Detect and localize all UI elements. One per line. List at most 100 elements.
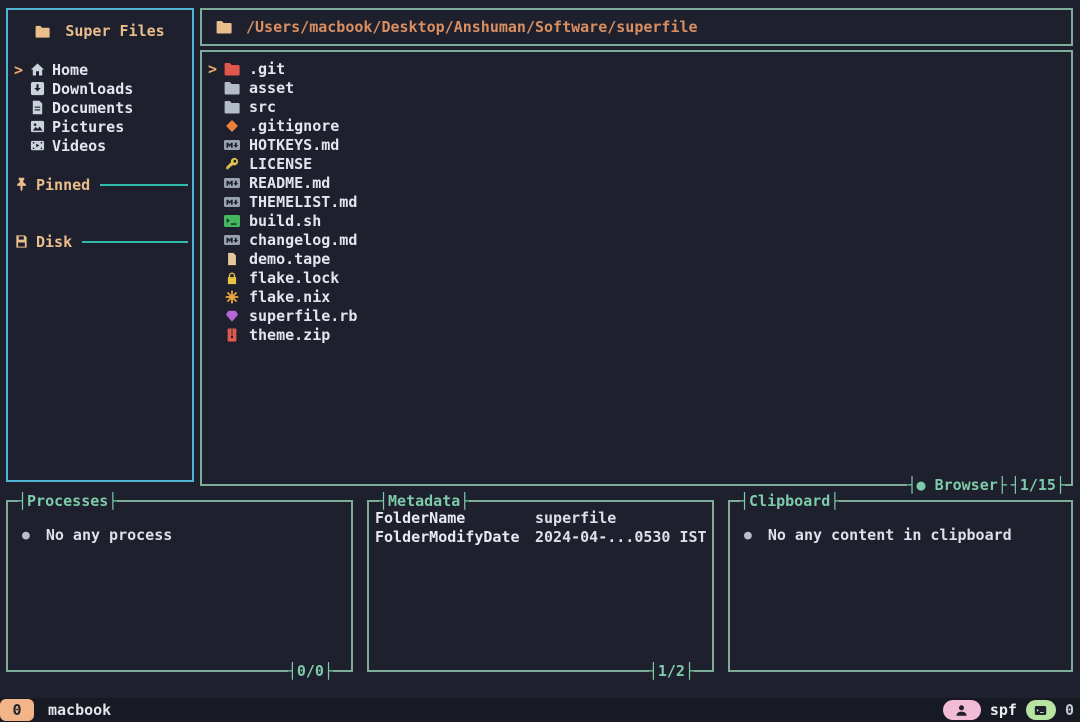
file-row[interactable]: src [208, 97, 1071, 116]
sidebar-item-label: Videos [52, 136, 107, 155]
file-row[interactable]: flake.nix [208, 287, 1071, 306]
metadata-counter: 1/2 [648, 661, 694, 681]
path-bar[interactable]: /Users/macbook/Desktop/Anshuman/Software… [200, 8, 1073, 46]
bullet-icon: ● [22, 527, 30, 543]
file-row[interactable]: demo.tape [208, 249, 1071, 268]
pin-icon [14, 177, 29, 192]
file-name: THEMELIST.md [249, 192, 358, 211]
file-row[interactable]: README.md [208, 173, 1071, 192]
file-name: flake.lock [249, 268, 340, 287]
file-row[interactable]: THEMELIST.md [208, 192, 1071, 211]
lock-icon [224, 271, 240, 285]
status-bar: 0 macbook spf 0 [0, 698, 1080, 722]
disk-icon [14, 234, 29, 249]
terminal-icon [224, 214, 240, 228]
markdown-icon [224, 176, 240, 190]
file-row[interactable]: superfile.rb [208, 306, 1071, 325]
file-name: changelog.md [249, 230, 358, 249]
folder-icon [216, 20, 232, 34]
clipboard-title: Clipboard [740, 491, 840, 511]
selection-cursor: > [208, 59, 218, 78]
file-row[interactable]: build.sh [208, 211, 1071, 230]
session-count-badge: 0 [0, 699, 34, 721]
sidebar-section-disk: Disk [8, 232, 192, 251]
markdown-icon [224, 195, 240, 209]
document-icon [30, 100, 45, 115]
panel-mode-badge: ● Browser [907, 475, 1006, 495]
folder-icon [224, 81, 240, 95]
clipboard-empty-message: ● No any content in clipboard [744, 526, 1012, 544]
file-row[interactable]: asset [208, 78, 1071, 97]
processes-title: Processes [18, 491, 118, 511]
sidebar-item-home[interactable]: > Home [8, 60, 192, 79]
sidebar-item-documents[interactable]: Documents [8, 98, 192, 117]
file-name: README.md [249, 173, 331, 192]
markdown-icon [224, 233, 240, 247]
sidebar-item-downloads[interactable]: Downloads [8, 79, 192, 98]
file-name: LICENSE [249, 154, 313, 173]
metadata-key: FolderName [375, 508, 466, 527]
app-name-label: spf [989, 701, 1017, 719]
metadata-value: superfile [535, 508, 617, 527]
metadata-title: Metadata [379, 491, 470, 511]
file-name: build.sh [249, 211, 322, 230]
file-position-badge: 1/15 [1011, 475, 1065, 495]
processes-counter: 0/0 [287, 661, 333, 681]
processes-panel: Processes ● No any process 0/0 [6, 491, 353, 681]
file-panel-footer: ● Browser 1/15 [907, 475, 1065, 495]
file-row[interactable]: LICENSE [208, 154, 1071, 173]
sidebar-item-label: Documents [52, 98, 134, 117]
folder-icon [35, 24, 50, 39]
file-name: asset [249, 78, 295, 97]
metadata-key: FolderModifyDate [375, 527, 520, 546]
git-diamond-icon [224, 119, 240, 133]
sidebar-items: > Home Downloads Documents Pictures [8, 60, 192, 155]
file-row[interactable]: > .git [208, 59, 1071, 78]
selection-cursor: > [14, 60, 24, 79]
gem-icon [224, 309, 240, 323]
video-icon [30, 138, 45, 153]
snowflake-icon [224, 290, 240, 304]
status-bar-right: spf 0 [942, 700, 1074, 720]
sidebar-title: Super Files [8, 22, 192, 40]
section-label: Pinned [36, 175, 91, 194]
hostname-label: macbook [48, 701, 112, 719]
folder-icon [224, 62, 240, 76]
zip-icon [224, 328, 240, 342]
file-row[interactable]: changelog.md [208, 230, 1071, 249]
sidebar-panel: Super Files > Home Downloads Documents [6, 8, 194, 482]
metadata-row: FolderName superfile [375, 508, 712, 527]
file-row[interactable]: flake.lock [208, 268, 1071, 287]
file-rows: > .git asset src .gitignore [202, 52, 1071, 344]
processes-empty-message: ● No any process [22, 526, 173, 544]
picture-icon [30, 119, 45, 134]
file-list-panel: > .git asset src .gitignore [200, 50, 1073, 495]
terminal-icon [1034, 704, 1047, 717]
file-icon [224, 252, 240, 266]
person-icon [955, 704, 968, 717]
metadata-panel: Metadata FolderName superfile FolderModi… [367, 491, 714, 681]
sidebar-item-label: Pictures [52, 117, 125, 136]
file-name: .git [249, 59, 286, 78]
bullet-icon: ● [744, 527, 752, 543]
file-name: src [249, 97, 277, 116]
file-name: flake.nix [249, 287, 331, 306]
sidebar-item-pictures[interactable]: Pictures [8, 117, 192, 136]
terminal-badge [1025, 700, 1056, 720]
clipboard-panel: Clipboard ● No any content in clipboard [728, 491, 1073, 672]
section-label: Disk [36, 232, 73, 251]
sidebar-item-videos[interactable]: Videos [8, 136, 192, 155]
current-path: /Users/macbook/Desktop/Anshuman/Software… [246, 18, 698, 36]
file-row[interactable]: HOTKEYS.md [208, 135, 1071, 154]
home-icon [30, 62, 45, 77]
file-row[interactable]: theme.zip [208, 325, 1071, 344]
file-name: .gitignore [249, 116, 340, 135]
markdown-icon [224, 138, 240, 152]
file-row[interactable]: .gitignore [208, 116, 1071, 135]
tab-count-label: 0 [1064, 701, 1074, 719]
section-divider [82, 240, 188, 243]
download-icon [30, 81, 45, 96]
metadata-rows: FolderName superfile FolderModifyDate 20… [369, 502, 712, 546]
metadata-row: FolderModifyDate 2024-04-...0530 IST [375, 527, 712, 546]
